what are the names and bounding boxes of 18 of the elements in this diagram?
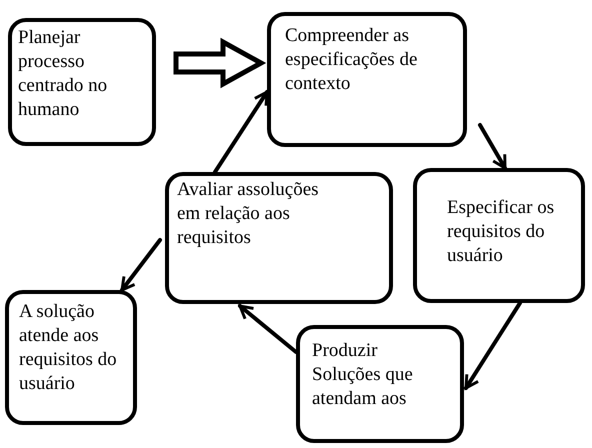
arrow xyxy=(120,238,162,292)
process-box xyxy=(5,290,137,425)
box-text: Especificar os requisitos do usuário xyxy=(447,196,556,268)
box-text: Produzir Soluções que atendam aos xyxy=(312,339,414,411)
block-arrow xyxy=(174,38,266,88)
arrow xyxy=(238,304,298,354)
process-box xyxy=(296,325,464,443)
process-box xyxy=(413,168,585,303)
box-text: A solução atende aos requisitos do usuário xyxy=(19,300,118,396)
box-text: Compreender as especificações de contexto xyxy=(285,24,418,96)
arrow xyxy=(213,90,269,174)
process-box xyxy=(165,172,393,304)
arrow xyxy=(478,123,507,170)
box-text: Planejar processo centrado no humano xyxy=(18,26,108,122)
box-text: Avaliar assoluções em relação aos requisitos xyxy=(177,178,319,250)
process-box xyxy=(267,12,467,147)
arrow xyxy=(464,301,522,390)
process-box xyxy=(8,18,156,146)
